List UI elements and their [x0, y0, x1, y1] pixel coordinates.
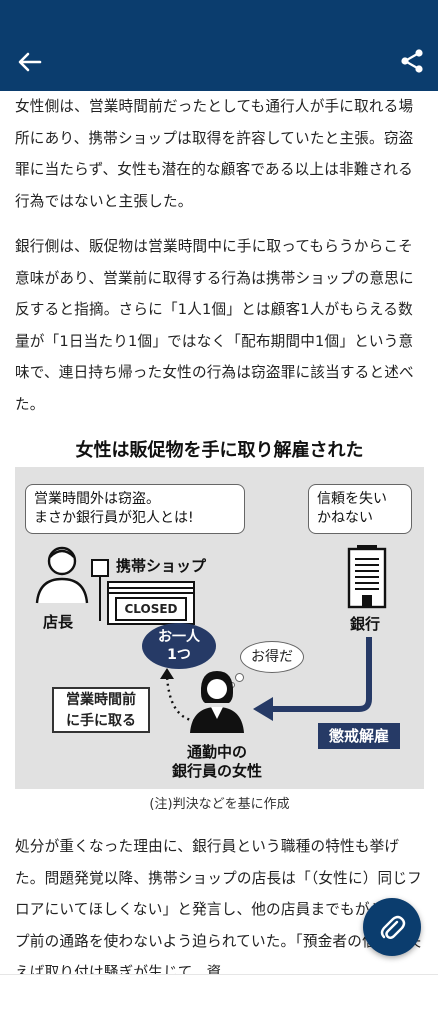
woman-label: 通勤中の 銀行員の女性 — [155, 743, 279, 781]
arrow-left-icon[interactable] — [16, 48, 44, 76]
manager-speech-bubble: 営業時間外は窃盗。 まさか銀行員が犯人とは! — [25, 484, 245, 534]
thought-dot — [235, 673, 244, 682]
figure-note: (注)判決などを基に作成 — [149, 797, 290, 812]
action-text: に手に取る — [66, 713, 136, 729]
dotted-arrow-icon — [160, 668, 196, 723]
badge-text: お一人 — [158, 629, 200, 645]
shop-label: 携帯ショップ — [116, 557, 207, 575]
shop-building: CLOSED — [107, 581, 195, 625]
woman-text: 通勤中の — [186, 743, 247, 761]
infographic-panel: 営業時間外は窃盗。 まさか銀行員が犯人とは! 信頼を失い かねない 店長 携帯シ… — [15, 467, 424, 789]
bottom-bar — [0, 974, 438, 1025]
bank-arrow-icon — [253, 637, 372, 721]
manager-label: 店長 — [43, 613, 74, 631]
paragraph: 銀行側は、販促物は営業時間中に手に取ってもらうからこそ意味があり、営業前に取得す… — [15, 238, 414, 413]
closed-sign: CLOSED — [115, 597, 187, 621]
one-per-person-badge: お一人 1つ — [142, 623, 216, 669]
woman-icon — [190, 671, 244, 733]
manager-quote: 営業時間外は窃盗。 — [34, 491, 160, 507]
paragraph: 女性側は、営業時間前だったとしても通行人が手に取れる場所にあり、携帯ショップは取… — [15, 98, 414, 210]
share-icon[interactable] — [398, 47, 426, 75]
paperclip-icon — [380, 915, 406, 939]
bank-quote: 信頼を失い — [317, 491, 387, 507]
infographic: 女性は販促物を手に取り解雇された 営業時間外は窃盗。 まさか銀行員が犯人とは! … — [15, 437, 424, 821]
thought-bubble: お得だ — [240, 641, 304, 673]
figure-title: 女性は販促物を手に取り解雇された — [75, 440, 364, 461]
badge-text: 1つ — [167, 647, 191, 663]
app-bar — [0, 0, 438, 91]
bank-speech-bubble: 信頼を失い かねない — [308, 484, 412, 534]
paragraph: 処分が重くなった理由に、銀行員という職種の特性も挙げた。問題発覚以降、携帯ショッ… — [15, 838, 422, 974]
woman-text: 銀行員の女性 — [171, 762, 262, 780]
bank-building-icon — [347, 545, 387, 609]
person-icon — [35, 546, 89, 604]
bank-label: 銀行 — [350, 615, 381, 633]
bank-quote: かねない — [317, 510, 373, 526]
sign-pole — [99, 575, 101, 621]
article-body: 女性側は、営業時間前だったとしても通行人が手に取れる場所にあり、携帯ショップは取… — [0, 91, 438, 974]
action-text: 営業時間前 — [66, 692, 136, 708]
attach-button[interactable] — [363, 898, 421, 956]
dismissal-label: 懲戒解雇 — [318, 723, 400, 749]
manager-quote: まさか銀行員が犯人とは! — [34, 510, 194, 526]
action-box: 営業時間前 に手に取る — [52, 687, 150, 733]
